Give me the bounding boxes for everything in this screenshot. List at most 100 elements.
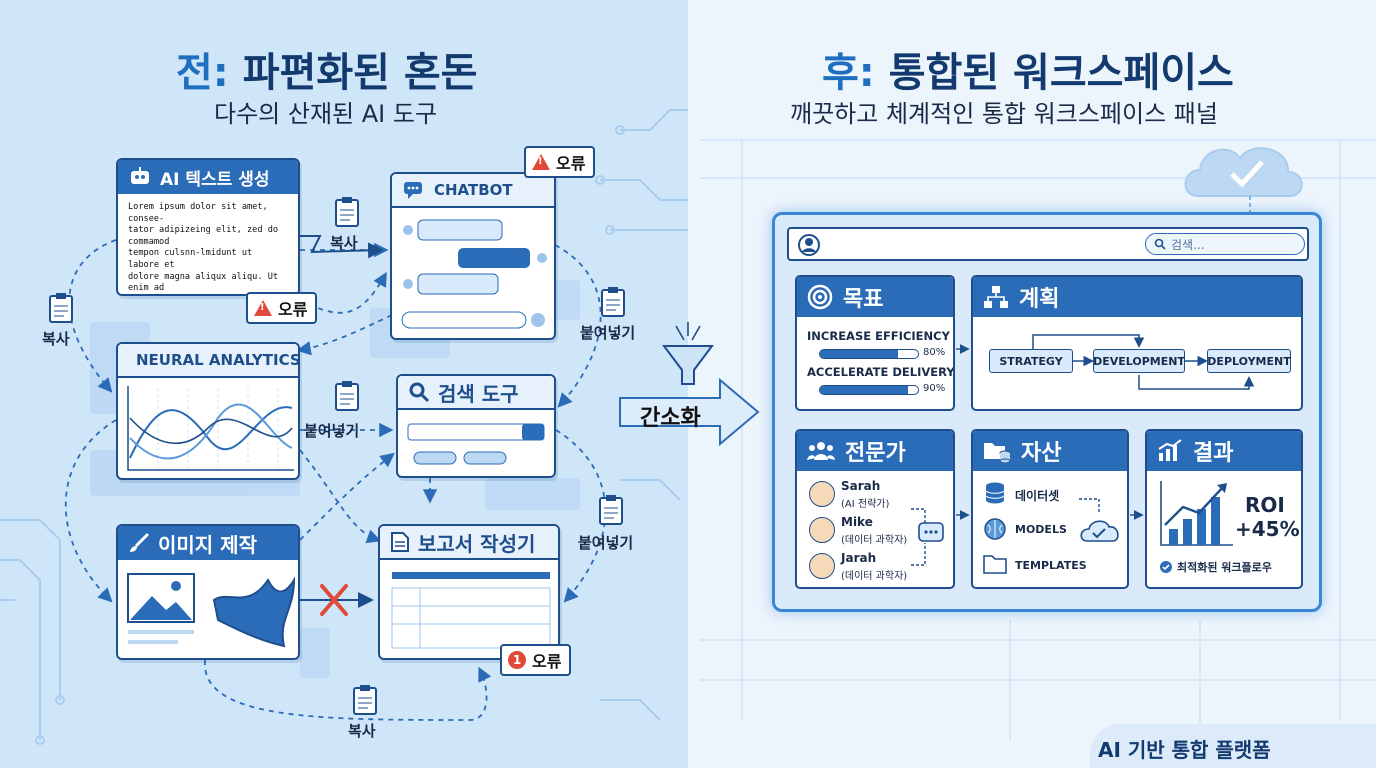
assets-card[interactable]: 자산 데이터셋 MODELS TEMPLATES [971, 429, 1129, 589]
circuit-traces-left [0, 109, 688, 745]
assets-card-header: 자산 [973, 431, 1127, 471]
roi-bar-chart [1160, 481, 1233, 546]
cloud-check-icon [1184, 147, 1303, 212]
goal-progress-fill [820, 386, 909, 394]
expert-role: (AI 전략가) [841, 499, 890, 510]
clipboard-icon [335, 381, 359, 411]
goal-card[interactable]: 목표 INCREASE EFFICIENCY 80% ACCELERATE DE… [795, 275, 955, 411]
expert-role: (데이터 과학자) [841, 571, 908, 582]
goal-item-value: 90% [923, 383, 946, 394]
neural-analytics-window[interactable]: NEURAL ANALYTICS [116, 342, 300, 480]
workspace-search-placeholder: 검색... [1171, 237, 1205, 252]
growth-chart-icon [1158, 439, 1182, 461]
warning-icon [532, 154, 550, 170]
experts-card-title: 전문가 [845, 441, 906, 466]
asset-item: TEMPLATES [1015, 559, 1087, 572]
roi-value: +45% [1235, 517, 1300, 541]
asset-item: MODELS [1015, 523, 1067, 536]
chatbot-window[interactable]: CHATBOT [390, 172, 556, 340]
wave-chart [127, 386, 294, 471]
left-title-prefix: 전: [176, 50, 229, 96]
document-icon [391, 532, 409, 552]
text-generator-title: AI 텍스트 생성 [160, 169, 270, 190]
chat-conversation [401, 219, 547, 329]
search-tool-header: 검색 도구 [398, 376, 554, 410]
plan-card-header: 계획 [973, 277, 1301, 317]
optimized-note: 최적화된 워크플로우 [1159, 559, 1272, 575]
expert-name: Mike [841, 515, 873, 529]
goal-item-value: 80% [923, 347, 946, 358]
workspace-search[interactable]: 검색... [1145, 233, 1305, 255]
search-form [407, 423, 545, 465]
goal-card-title: 목표 [843, 287, 884, 312]
image-preview [127, 573, 296, 648]
experts-card-header: 전문가 [797, 431, 953, 471]
neural-analytics-header: NEURAL ANALYTICS [118, 344, 298, 378]
clipboard-icon [49, 293, 73, 323]
flow-arrow [554, 244, 602, 408]
flow-arrow [296, 314, 393, 356]
results-card[interactable]: 결과 ROI +45% 최적화된 워크플로우 [1145, 429, 1303, 589]
expert-name: Jarah [841, 551, 877, 565]
robot-icon [131, 167, 149, 184]
image-creator-window[interactable]: 이미지 제작 [116, 524, 300, 660]
goal-item-label: ACCELERATE DELIVERY [807, 365, 955, 379]
text-generator-header: AI 텍스트 생성 [118, 160, 298, 194]
footer-tag: AI 기반 통합 플랫폼 [1090, 724, 1376, 768]
check-circle-icon [1160, 561, 1172, 573]
plan-card[interactable]: 계획 STRATEGY DEVELOPMENT DEPLOYMENT [971, 275, 1303, 411]
block-x-icon [320, 584, 348, 616]
experts-card[interactable]: 전문가 Sarah (AI 전략가) Mike (데이터 과학자) Jarah … [795, 429, 955, 589]
text-generator-body: Lorem ipsum dolor sit amet, consee- tato… [128, 202, 279, 294]
image-creator-header: 이미지 제작 [118, 526, 298, 560]
clipboard-icon [335, 197, 359, 227]
error-badge: 오류 [524, 146, 596, 178]
right-title: 후: 통합된 워크스페이스 [822, 40, 1234, 98]
chat-dots-icon [911, 508, 944, 566]
error-badge: 오류 [246, 292, 318, 324]
error-number-icon: 1 [508, 651, 526, 669]
flow-arrow [204, 659, 492, 721]
paste-label: 붙여넣기 [580, 324, 636, 342]
flow-arrow [68, 239, 117, 393]
search-icon [1154, 238, 1166, 250]
right-subtitle: 깨끗하고 체계적인 통합 워크스페이스 패널 [790, 100, 1218, 128]
avatar [809, 553, 835, 579]
error-badge: 1 오류 [500, 644, 572, 676]
clipboard-icon [353, 685, 377, 715]
brush-icon [130, 532, 150, 552]
error-label: 오류 [556, 154, 586, 173]
report-writer-window[interactable]: 보고서 작성기 [378, 524, 560, 660]
goal-progress-fill [820, 350, 899, 358]
expert-name: Sarah [841, 479, 881, 493]
assets-card-title: 자산 [1021, 441, 1062, 466]
search-tool-window[interactable]: 검색 도구 [396, 374, 556, 478]
copy-label: 복사 [330, 234, 358, 252]
flow-arrow [299, 452, 395, 541]
left-title-main: 파편화된 혼돈 [242, 50, 478, 96]
error-label: 오류 [532, 652, 562, 671]
left-title: 전: 파편화된 혼돈 [176, 40, 477, 98]
folder-icon [983, 555, 1007, 574]
search-tool-title: 검색 도구 [438, 381, 519, 406]
simplify-label: 간소화 [640, 406, 701, 431]
warning-icon [254, 300, 272, 316]
search-icon [409, 382, 430, 403]
image-creator-title: 이미지 제작 [158, 532, 257, 557]
plan-connectors [1032, 334, 1255, 390]
team-icon [807, 442, 835, 460]
copy-label: 복사 [348, 722, 376, 740]
target-icon [807, 284, 833, 310]
left-subtitle: 다수의 산재된 AI 도구 [214, 100, 438, 128]
results-card-title: 결과 [1193, 441, 1234, 466]
neural-analytics-title: NEURAL ANALYTICS [136, 351, 300, 369]
right-title-prefix: 후: [822, 50, 875, 96]
goal-card-header: 목표 [797, 277, 953, 317]
workspace-topbar: 검색... [787, 227, 1309, 261]
goal-progress-bar [819, 385, 919, 395]
brain-icon [984, 518, 1006, 540]
goal-progress-bar [819, 349, 919, 359]
user-icon[interactable] [797, 233, 821, 257]
report-writer-title: 보고서 작성기 [418, 531, 536, 556]
text-generator-window[interactable]: AI 텍스트 생성 Lorem ipsum dolor sit amet, co… [116, 158, 300, 296]
